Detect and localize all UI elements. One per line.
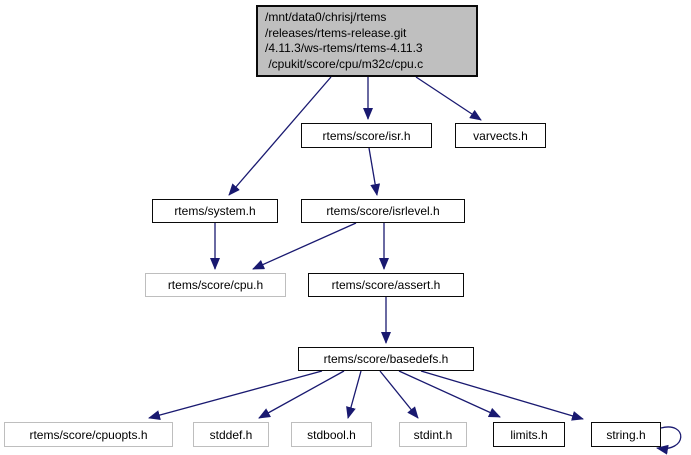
node-stddef-h: stddef.h <box>193 422 269 447</box>
node-string-h[interactable]: string.h <box>591 422 661 447</box>
node-rtems-score-isr-h[interactable]: rtems/score/isr.h <box>301 123 432 148</box>
node-rtems-score-cpu-h: rtems/score/cpu.h <box>145 273 286 297</box>
edge-cpu-c-to-varvects <box>415 76 482 121</box>
node-label: rtems/system.h <box>174 204 256 218</box>
edge-basedefs-to-stddef <box>258 370 345 419</box>
node-rtems-score-cpuopts-h: rtems/score/cpuopts.h <box>4 422 173 447</box>
node-label: rtems/score/cpuopts.h <box>29 427 148 442</box>
node-rtems-score-isrlevel-h[interactable]: rtems/score/isrlevel.h <box>301 199 465 223</box>
node-cpu-c-line-3: /4.11.3/ws-rtems/rtems-4.11.3 <box>265 41 423 55</box>
node-label: stddef.h <box>209 427 253 442</box>
node-label: limits.h <box>510 427 548 442</box>
edge-basedefs-to-cpuopts <box>148 370 323 420</box>
node-label: rtems/score/assert.h <box>331 278 441 292</box>
node-label: rtems/score/isr.h <box>322 128 411 143</box>
node-cpu-c-line-2: /releases/rtems-release.git <box>265 25 407 40</box>
node-label: rtems/score/basedefs.h <box>323 352 449 366</box>
node-rtems-system-h[interactable]: rtems/system.h <box>152 199 278 223</box>
edge-basedefs-to-string <box>420 370 584 421</box>
node-cpu-c-line-1: /mnt/data0/chrisj/rtems <box>265 10 387 24</box>
node-rtems-score-assert-h[interactable]: rtems/score/assert.h <box>308 273 464 297</box>
node-label: stdbool.h <box>307 427 356 442</box>
node-cpu-c-source-file: /mnt/data0/chrisj/rtems /releases/rtems-… <box>256 5 478 77</box>
node-rtems-score-basedefs-h[interactable]: rtems/score/basedefs.h <box>298 347 474 371</box>
edge-basedefs-to-stdbool <box>346 370 362 419</box>
node-label: varvects.h <box>473 128 528 143</box>
node-label: rtems/score/isrlevel.h <box>326 204 440 218</box>
node-stdint-h: stdint.h <box>399 422 467 447</box>
edge-basedefs-to-stdint <box>379 370 419 419</box>
node-limits-h[interactable]: limits.h <box>493 422 565 447</box>
node-label: rtems/score/cpu.h <box>167 278 264 292</box>
node-varvects-h[interactable]: varvects.h <box>455 123 546 148</box>
edge-isrlevel-to-cpu <box>252 222 357 270</box>
node-cpu-c-line-4: /cpukit/score/cpu/m32c/cpu.c <box>265 56 424 71</box>
edge-isr-to-isrlevel <box>368 147 381 196</box>
node-stdbool-h: stdbool.h <box>291 422 372 447</box>
node-label: string.h <box>606 427 646 442</box>
node-label: stdint.h <box>413 427 453 442</box>
edge-basedefs-to-limits <box>398 370 501 418</box>
